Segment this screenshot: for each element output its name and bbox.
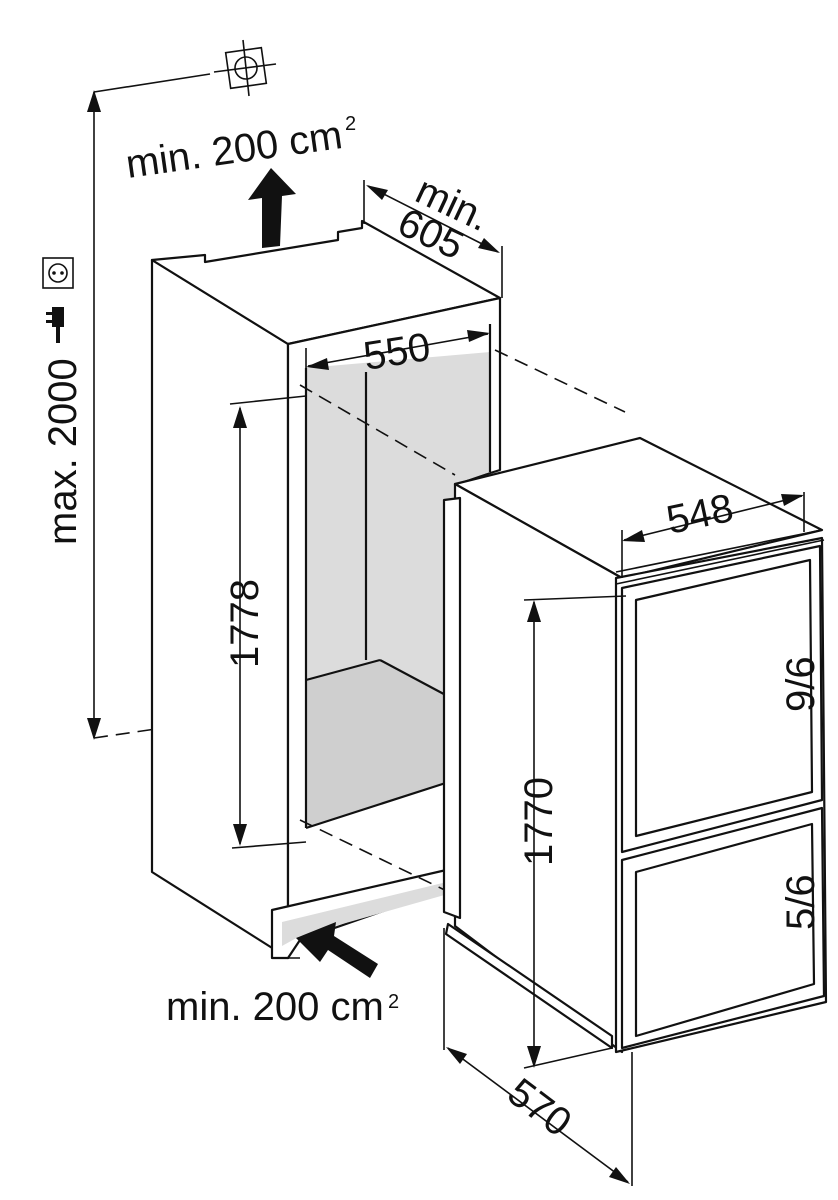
vent-top-note: 2 — [345, 113, 356, 135]
upper-door-ratio-label: 9/6 — [779, 656, 823, 712]
plug-icon — [46, 307, 64, 343]
max-height-label: max. 2000 — [41, 358, 85, 545]
width-548-dimension — [621, 492, 805, 578]
socket-icon — [42, 257, 74, 289]
depth-605-dimension — [363, 180, 503, 298]
niche-cabinet — [150, 219, 502, 960]
arrow-up-icon — [248, 168, 296, 248]
height-1770-dimension — [523, 595, 627, 1069]
crosshair-icon — [213, 39, 277, 97]
niche-height-label: 1778 — [223, 579, 267, 668]
appliance-depth-label: 570 — [500, 1070, 580, 1145]
depth-570-dimension — [443, 928, 633, 1186]
niche-width-label: 550 — [361, 325, 434, 379]
vent-bottom-note: 2 — [388, 991, 399, 1013]
arrow-in-icon — [296, 922, 378, 978]
height-1778-dimension — [229, 395, 307, 849]
appliance — [442, 436, 828, 1054]
vent-bottom-label: min. 200 cm — [166, 985, 384, 1029]
appliance-height-label: 1770 — [517, 777, 561, 866]
lower-door-ratio-label: 5/6 — [779, 874, 823, 930]
vent-top-label: min. 200 cm — [123, 113, 345, 187]
width-550-dimension — [305, 330, 490, 410]
